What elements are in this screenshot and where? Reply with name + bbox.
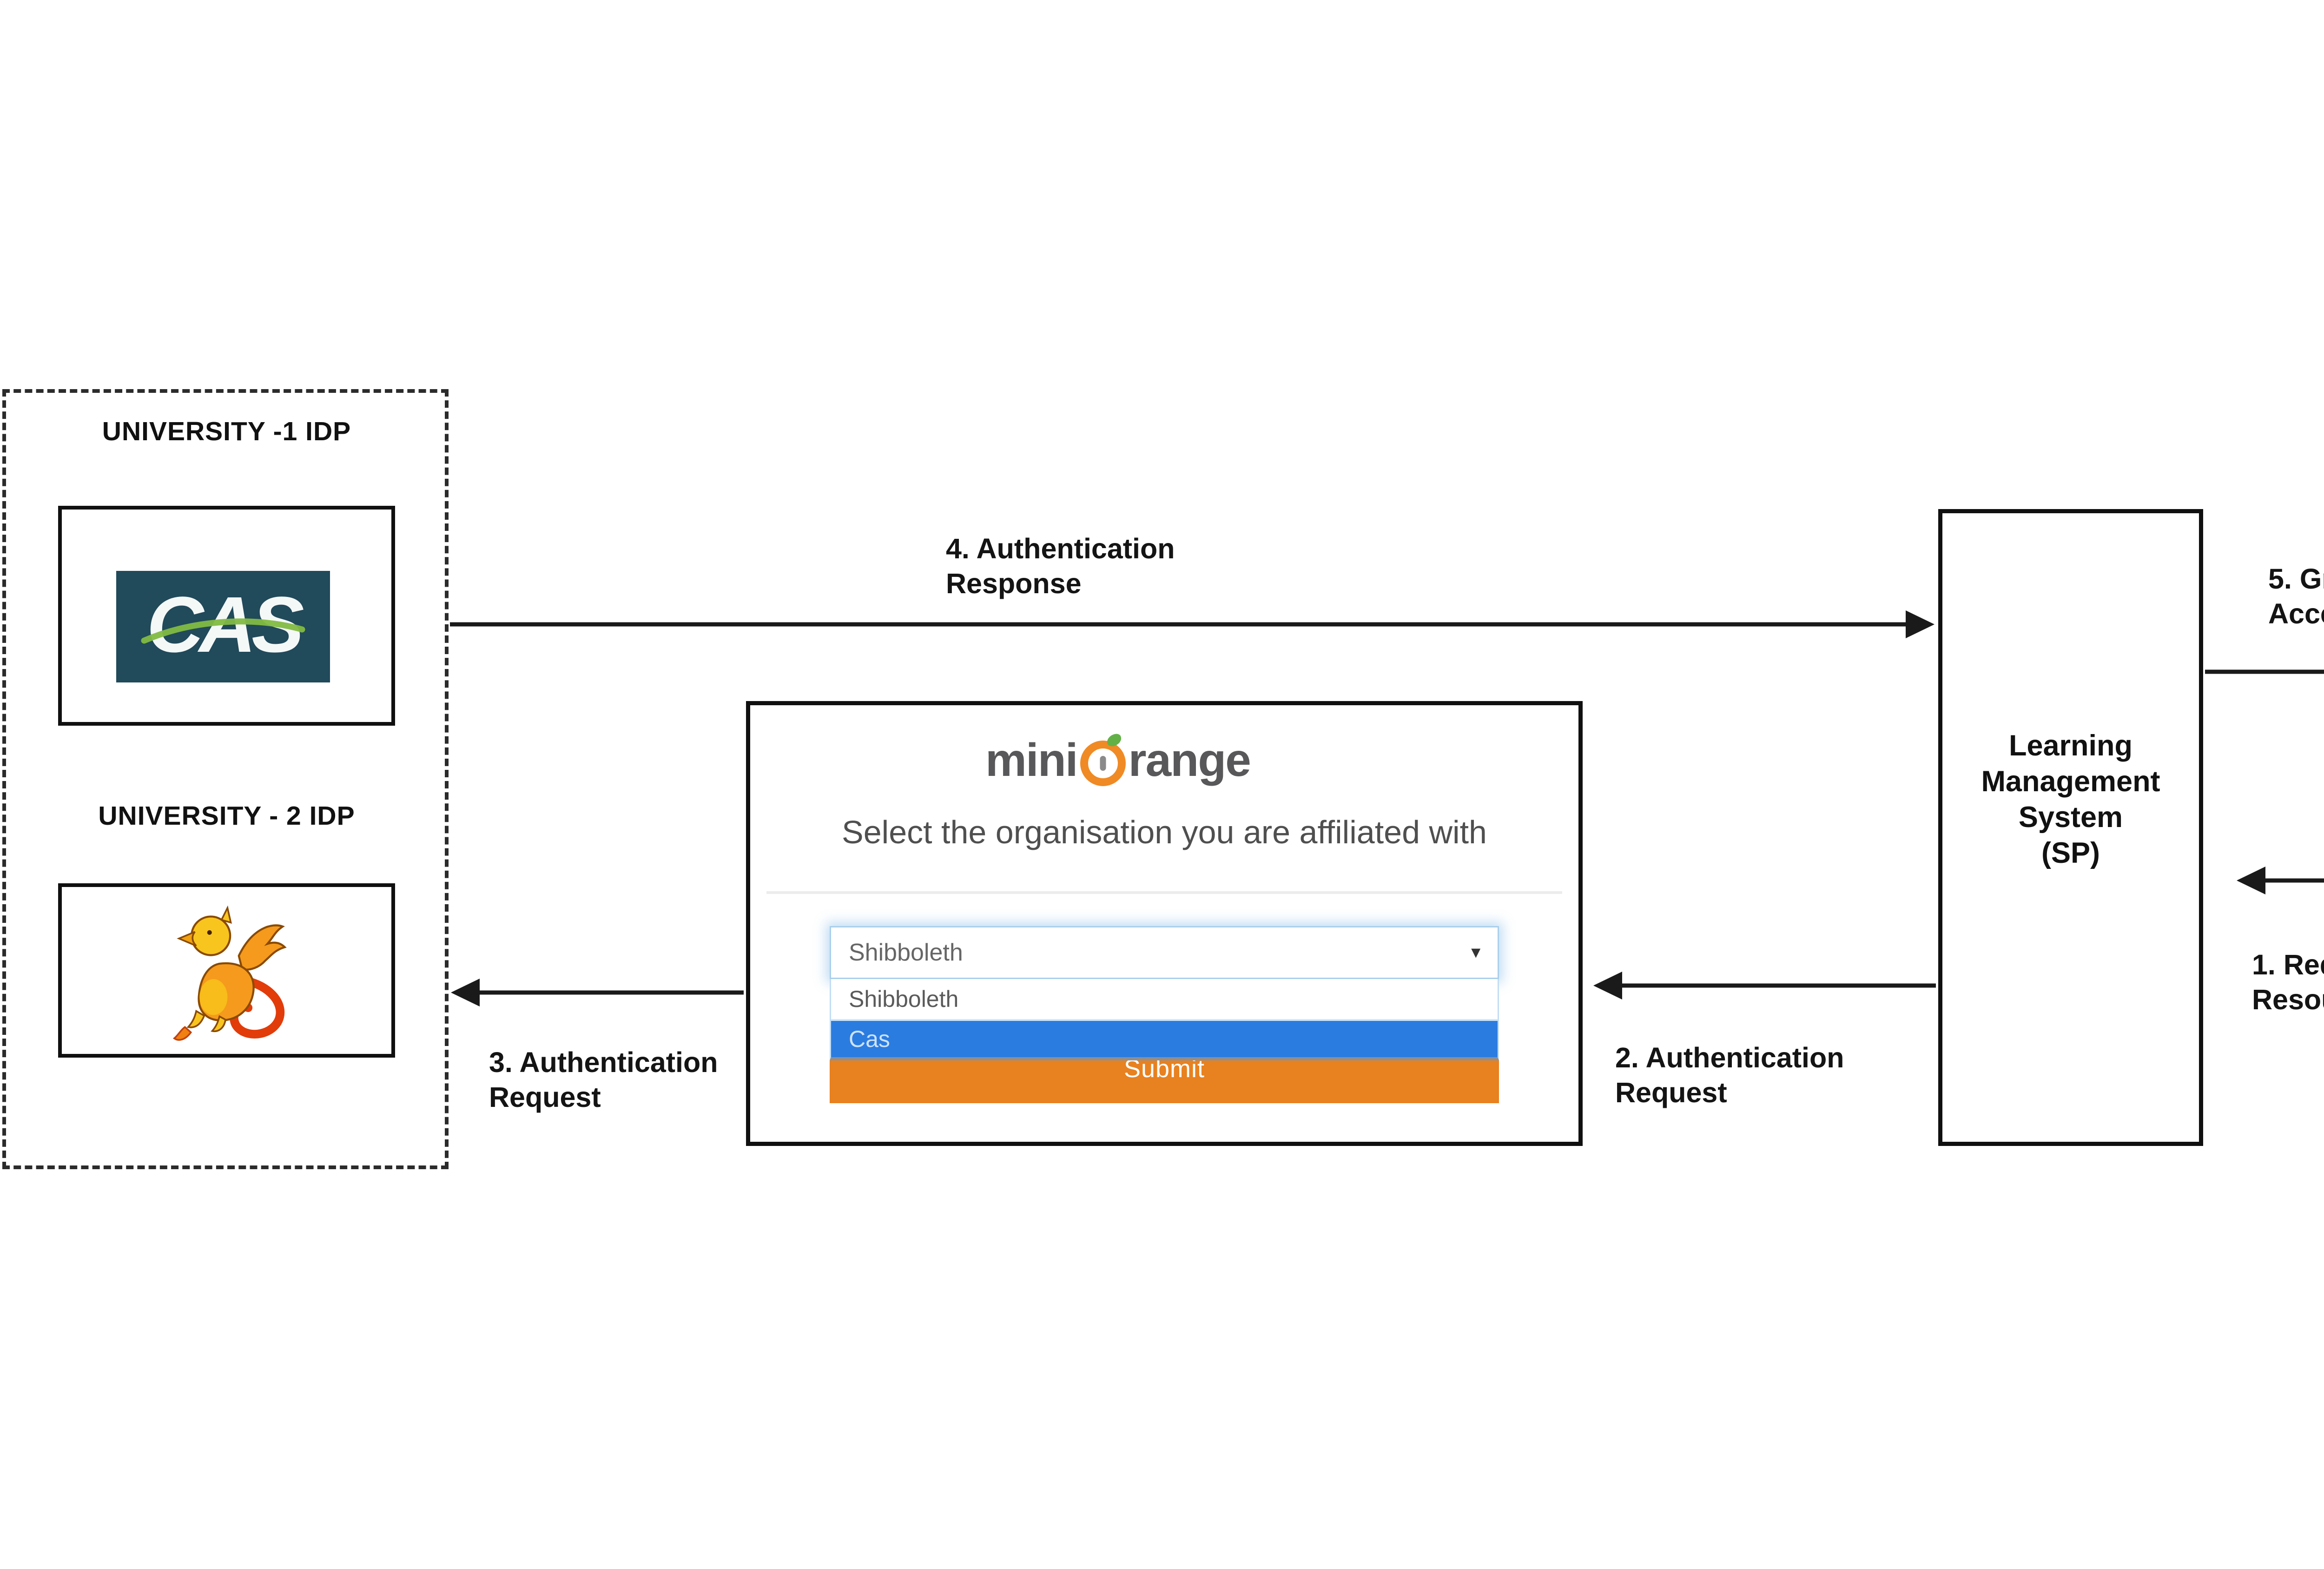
university-2-label: UNIVERSITY - 2 IDP [98,801,355,831]
lms-line: Management [1981,765,2160,798]
cas-logo: CAS [116,571,330,682]
arrow-step3-head [451,979,480,1006]
miniorange-leaf-icon [1105,732,1123,748]
university-1-label: UNIVERSITY -1 IDP [102,417,351,446]
lms-line: System [2018,801,2123,834]
dropdown-arrow-icon[interactable]: ▼ [1468,943,1484,961]
miniorange-ring-icon [1080,732,1126,786]
dialog-separator [766,891,1562,894]
shibboleth-griffin-icon [172,905,287,1041]
university-2-logo-box [58,883,395,1058]
miniorange-logo-suffix: range [1128,734,1251,786]
lms-box: Learning Management System (SP) [1938,509,2203,1146]
miniorange-logo-prefix: mini [985,734,1078,786]
arrow-step4-head [1906,610,1934,638]
select-value: Shibboleth [849,939,963,966]
flow-label-step3: 3. Authentication Request [489,1046,718,1113]
lms-line: (SP) [2041,837,2100,869]
flow-label-step1: 1. Request Resources [2252,949,2324,1015]
cas-logo-text: CAS [146,581,304,669]
miniorange-logo: mini range [985,732,1251,788]
university-1-logo-box: CAS [58,506,395,726]
lms-line: Learning [2008,729,2133,762]
arrow-step2-head [1593,972,1622,1000]
flow-label-step2: 2. Authentication Request [1615,1042,1844,1108]
flow-label-step5: 5. Grant Access [2268,563,2324,629]
organisation-select[interactable]: Shibboleth ▼ [830,926,1499,979]
miniorange-dot-icon [1100,756,1106,771]
organisation-options-list: Shibboleth Cas [830,979,1499,1060]
flow-label-step4: 4. Authentication Response [946,533,1175,599]
option-shibboleth[interactable]: Shibboleth [831,979,1498,1021]
organisation-select-dialog: mini range Select the organisation you a… [746,701,1583,1146]
option-cas[interactable]: Cas [831,1021,1498,1057]
dialog-heading: Select the organisation you are affiliat… [842,814,1487,850]
arrow-step1-head [2237,867,2265,894]
